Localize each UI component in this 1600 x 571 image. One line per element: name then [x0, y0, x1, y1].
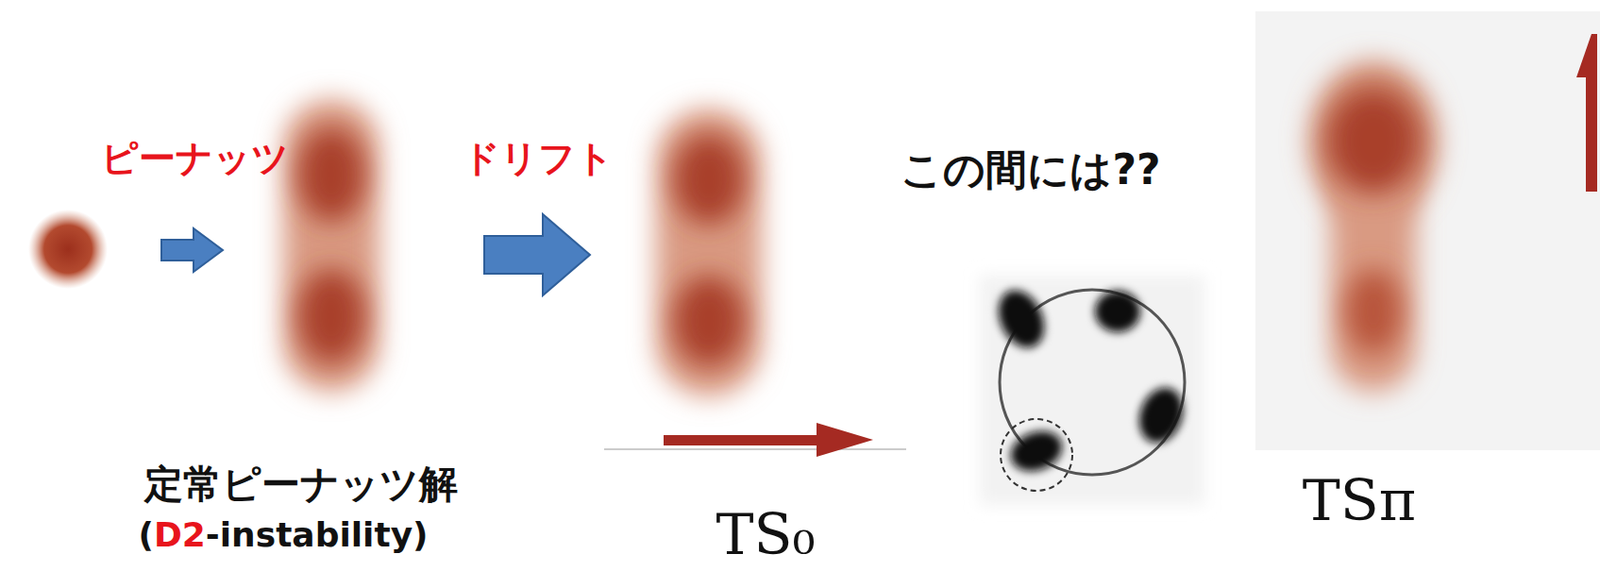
peanut-blob: [656, 108, 762, 397]
peanut-blob: [283, 99, 380, 392]
keyhole-blob: [1309, 61, 1438, 392]
instability-label: (D2-instability): [137, 515, 428, 555]
solution-label: 定常ピーナッツ解: [144, 458, 458, 511]
instability-text: D2: [153, 515, 206, 555]
ring-figure: [979, 275, 1205, 506]
state-label: TSπ: [1302, 467, 1417, 534]
blue-arrow: [484, 214, 590, 296]
red-arrow: [1576, 33, 1598, 192]
red-arrow: [663, 422, 874, 457]
state-label: TS₀: [715, 501, 815, 568]
panel: [1255, 11, 1600, 451]
initial-blob: [28, 209, 108, 289]
instability-text: (: [137, 515, 153, 555]
step-label: ピーナッツ: [101, 133, 289, 185]
instability-text: -instability): [205, 515, 429, 555]
blue-arrow: [161, 228, 223, 272]
rule-line: [604, 448, 907, 451]
question-label: この間には??: [900, 142, 1161, 199]
step-label: ドリフト: [462, 133, 614, 185]
